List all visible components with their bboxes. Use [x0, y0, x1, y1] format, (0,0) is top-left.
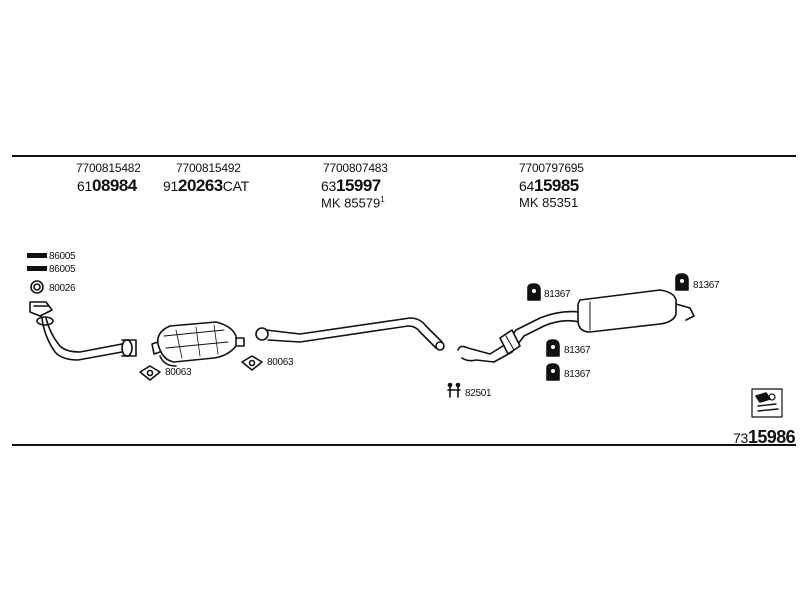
gasket-label: 80063	[165, 367, 192, 378]
mk-sup: 1	[380, 195, 385, 204]
mount-label: 81367	[564, 369, 591, 380]
part-number: 9120263CAT	[163, 176, 249, 196]
bottom-rule	[12, 444, 796, 446]
mount-label: 81367	[564, 345, 591, 356]
oe-number: 7700807483	[323, 161, 388, 175]
front-pipe	[29, 301, 137, 361]
part-prefix: 91	[163, 178, 178, 194]
oe-number: 7700797695	[519, 161, 584, 175]
part-main: 15985	[533, 176, 579, 195]
ring-label: 80026	[49, 283, 76, 294]
clamp-label: 82501	[465, 388, 492, 399]
part-main: 08984	[91, 176, 137, 195]
mount-label: 81367	[544, 289, 571, 300]
kit-main: 15986	[747, 427, 796, 447]
middle-pipe	[255, 317, 445, 351]
part-number: 6315997	[321, 176, 381, 196]
part-number: 6108984	[77, 176, 137, 196]
part-suffix: CAT	[222, 178, 249, 194]
part-prefix: 61	[77, 178, 92, 194]
oe-number: 7700815492	[176, 161, 241, 175]
gasket-icon	[139, 365, 161, 381]
part-prefix: 64	[519, 178, 534, 194]
part-main: 20263	[177, 176, 223, 195]
rubber-mount-icon	[546, 339, 560, 357]
gasket-label: 80063	[267, 357, 294, 368]
gasket-icon	[241, 355, 263, 371]
hanger-label: 86005	[49, 264, 76, 275]
part-prefix: 63	[321, 178, 336, 194]
part-number: 6415985	[519, 176, 579, 196]
top-rule	[12, 155, 796, 157]
kit-box-icon	[751, 388, 783, 418]
mk-kit-number: MK 855791	[321, 195, 385, 210]
hanger-icon	[27, 253, 47, 271]
clamp-icon	[447, 382, 461, 398]
kit-number: 7315986	[733, 427, 796, 448]
hanger-label: 86005	[49, 251, 76, 262]
rubber-mount-icon	[527, 283, 541, 301]
catalytic-converter	[151, 321, 245, 367]
kit-prefix: 73	[733, 430, 748, 446]
oe-number: 7700815482	[76, 161, 141, 175]
part-main: 15997	[335, 176, 381, 195]
mount-label: 81367	[693, 280, 720, 291]
rubber-mount-icon	[546, 363, 560, 381]
ring-icon	[30, 280, 44, 294]
rubber-mount-icon	[675, 273, 689, 291]
rear-silencer	[457, 289, 695, 363]
mk-text: MK 85579	[321, 195, 381, 211]
mk-kit-number: MK 85351	[519, 195, 579, 210]
